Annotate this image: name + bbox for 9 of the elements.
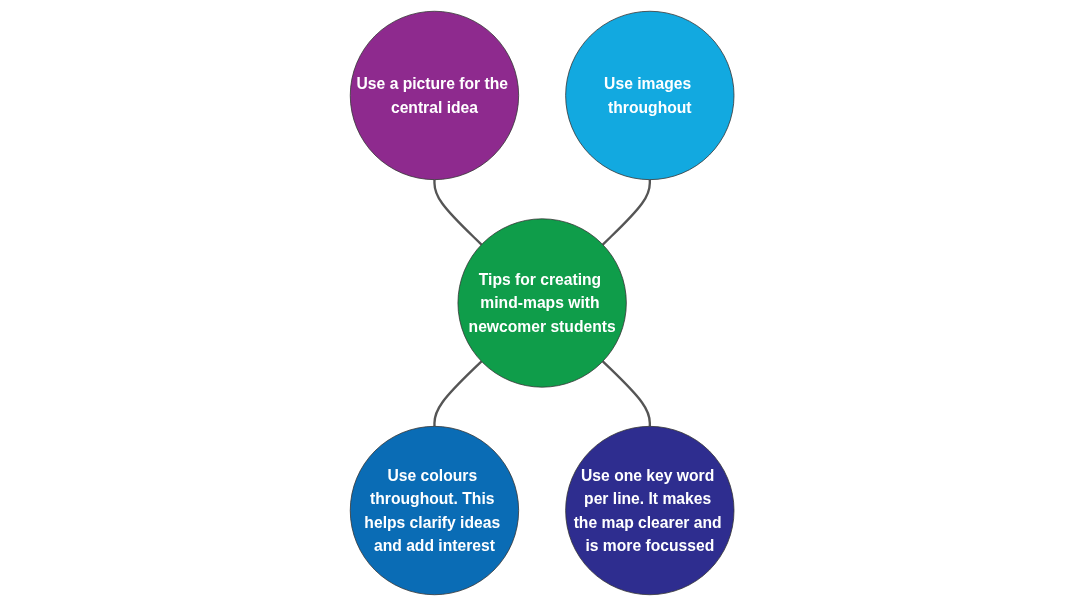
node-circle: Use colours throughout. This helps clarify ideas and add interest [349, 425, 519, 596]
connector [433, 360, 483, 427]
connector [601, 360, 651, 427]
connector [601, 179, 651, 246]
node-circle: Use one key word per line. It makes the map clearer and is more focussed [565, 425, 735, 596]
node-circle: Tips for creating mind-maps with newcomer students [457, 218, 627, 388]
connector [433, 179, 483, 246]
node-circle: Use a picture for the central idea [349, 10, 519, 181]
node-circle: Use images throughout [565, 10, 735, 181]
